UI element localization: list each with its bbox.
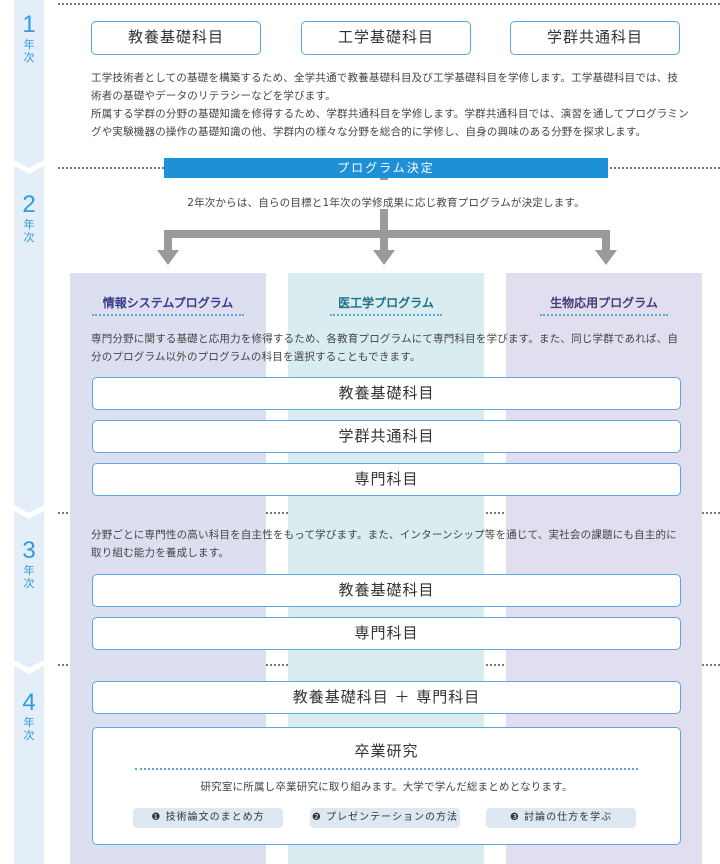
course-box-liberal-basic: 教養基礎科目 <box>91 21 261 55</box>
year3-description: 分野ごとに専門性の高い科目を自主性をもって学びます。また、インターンシップ等を通… <box>91 529 677 559</box>
year-3-label: 3 年次 <box>22 537 36 591</box>
course-box-specialized: 専門科目 <box>92 617 681 650</box>
branch-arrows <box>157 158 617 265</box>
year2-description: 専門分野に関する基礎と応用力を修得するため、各教育プログラムにて専門科目を学びま… <box>91 333 679 363</box>
course-box-liberal-basic: 教養基礎科目 <box>92 377 681 410</box>
course-box-combined: 教養基礎科目 ＋ 専門科目 <box>92 681 681 714</box>
program-title-info-systems: 情報システムプログラム <box>102 296 234 310</box>
graduation-research-description: 研究室に所属し卒業研究に取り組みます。大学で学んだ総まとめとなります。 <box>200 781 573 793</box>
year-1-label: 1 年次 <box>22 11 36 65</box>
graduation-research-box: 卒業研究 研究室に所属し卒業研究に取り組みます。大学で学んだ総まとめとなります。… <box>92 727 681 845</box>
year-2-label: 2 年次 <box>22 191 36 245</box>
program-decision-bar: プログラム決定 <box>164 158 608 178</box>
program-title-bio-applied: 生物応用プログラム <box>550 296 658 310</box>
year-rail <box>14 0 44 864</box>
research-skill-technical-writing: ❶ 技術論文のまとめ方 <box>133 808 283 828</box>
program-title-medical-eng: 医工学プログラム <box>338 296 434 310</box>
program-title-underline <box>540 314 668 316</box>
research-skill-presentation: ❷ プレゼンテーションの方法 <box>310 808 460 828</box>
course-box-liberal-basic: 教養基礎科目 <box>92 574 681 607</box>
research-skill-discussion: ❸ 討論の仕方を学ぶ <box>486 808 636 828</box>
graduation-research-divider <box>135 768 638 770</box>
year-rail-chevrons <box>14 160 44 674</box>
separator-top <box>58 3 720 5</box>
program-title-underline <box>92 314 244 316</box>
program-title-underline <box>330 314 442 316</box>
year-4-label: 4 年次 <box>22 689 36 743</box>
course-box-cluster-common: 学群共通科目 <box>510 21 680 55</box>
course-box-engineering-basic: 工学基礎科目 <box>301 21 471 55</box>
course-box-cluster-common: 学群共通科目 <box>92 420 681 453</box>
decision-description: 2年次からは、自らの目標と1年次の学修成果に応じ教育プログラムが決定します。 <box>0 194 720 212</box>
year1-description: 工学技術者としての基礎を構築するため、全学共通で教養基礎科目及び工学基礎科目を学… <box>91 72 689 138</box>
course-box-specialized: 専門科目 <box>92 463 681 496</box>
graduation-research-title: 卒業研究 <box>354 742 419 760</box>
